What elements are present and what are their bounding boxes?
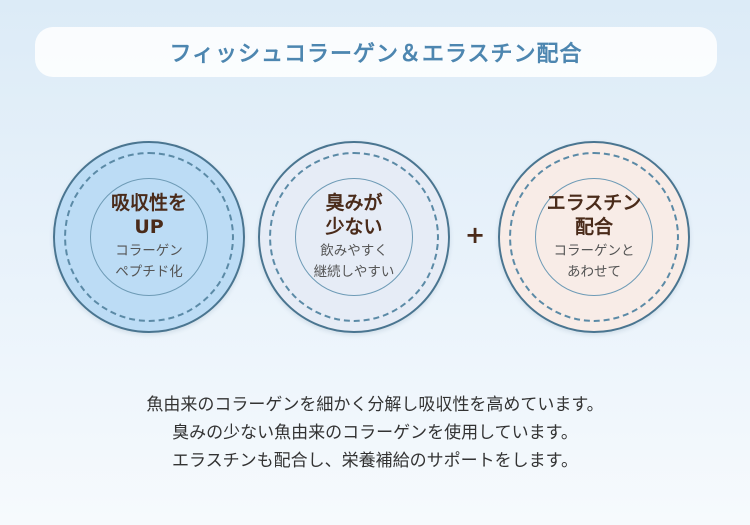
feature-subtext: 飲みやすく 継続しやすい bbox=[313, 243, 395, 280]
feature-circle-odor: 臭みが 少ない 飲みやすく 継続しやすい bbox=[258, 141, 450, 333]
inner-ring bbox=[535, 178, 653, 296]
page-title: フィッシュコラーゲン＆エラスチン配合 bbox=[169, 42, 583, 67]
description-line: 魚由来のコラーゲンを細かく分解し吸収性を高めています。 bbox=[146, 395, 604, 415]
description-line: 臭みの少ない魚由来のコラーゲンを使用しています。 bbox=[172, 423, 578, 443]
feature-circle-elastin: エラスチン 配合 コラーゲンと あわせて bbox=[498, 141, 690, 333]
feature-heading: 臭みが 少ない bbox=[325, 192, 383, 238]
dashed-ring bbox=[269, 152, 439, 322]
dashed-ring bbox=[64, 152, 234, 322]
description-line: エラスチンも配合し、栄養補給のサポートをします。 bbox=[172, 451, 578, 471]
feature-heading: 吸収性を UP bbox=[110, 192, 187, 238]
plus-icon: + bbox=[464, 221, 486, 249]
feature-heading: エラスチン 配合 bbox=[546, 192, 642, 238]
inner-ring bbox=[295, 178, 413, 296]
feature-subtext: コラーゲンと あわせて bbox=[553, 243, 635, 280]
feature-circle-absorption: 吸収性を UP コラーゲン ペプチド化 bbox=[53, 141, 245, 333]
feature-subtext: コラーゲン ペプチド化 bbox=[115, 243, 183, 280]
description-block: 魚由来のコラーゲンを細かく分解し吸収性を高めています。 臭みの少ない魚由来のコラ… bbox=[0, 391, 750, 475]
title-banner: フィッシュコラーゲン＆エラスチン配合 bbox=[35, 27, 717, 77]
dashed-ring bbox=[509, 152, 679, 322]
inner-ring bbox=[90, 178, 208, 296]
